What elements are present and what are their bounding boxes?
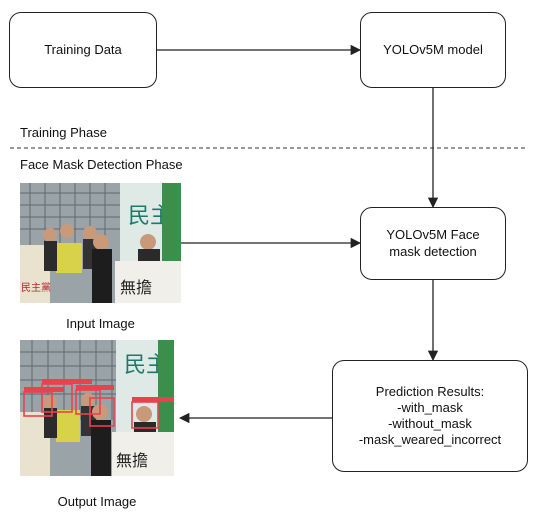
prediction-result-without-mask: -without_mask (388, 416, 472, 431)
input-image-caption: Input Image (66, 316, 135, 331)
input-sign-text: 無擔 (120, 278, 152, 297)
detection-label-bar-4 (132, 397, 174, 402)
input-image-scene: 民主 民主黨 無擔 (20, 183, 181, 303)
face-mask-detection-label-line2: mask detection (389, 243, 477, 259)
prediction-results-node: Prediction Results: -with_mask -without_… (332, 360, 528, 472)
prediction-result-mask-incorrect: -mask_weared_incorrect (358, 432, 502, 448)
face-mask-detection-node: YOLOv5M Face mask detection (360, 207, 506, 280)
detection-label-bar-3 (76, 385, 114, 390)
output-sign-text: 無擔 (116, 451, 148, 470)
prediction-result-with-mask: -with_mask (397, 399, 463, 415)
output-image: 民主 無擔 (20, 340, 174, 476)
detection-label-bar-1 (24, 387, 64, 392)
input-left-sign-text: 民主黨 (21, 281, 51, 294)
output-image-caption: Output Image (57, 494, 137, 509)
detection-phase-label: Face Mask Detection Phase (20, 157, 183, 172)
training-data-label: Training Data (44, 41, 122, 57)
yolo-model-label: YOLOv5M model (383, 41, 483, 57)
face-mask-detection-label-line1: YOLOv5M Face (386, 227, 480, 243)
detection-label-bars (24, 379, 174, 402)
yolo-model-node: YOLOv5M model (360, 12, 506, 88)
prediction-results-title: Prediction Results: (375, 383, 485, 399)
training-data-node: Training Data (9, 12, 157, 88)
detection-box-4 (89, 397, 115, 427)
detection-label-bar-2 (42, 379, 92, 384)
output-image-scene: 民主 無擔 (20, 340, 174, 476)
training-phase-label: Training Phase (20, 125, 107, 140)
input-image: 民主 民主黨 無擔 (20, 183, 181, 303)
